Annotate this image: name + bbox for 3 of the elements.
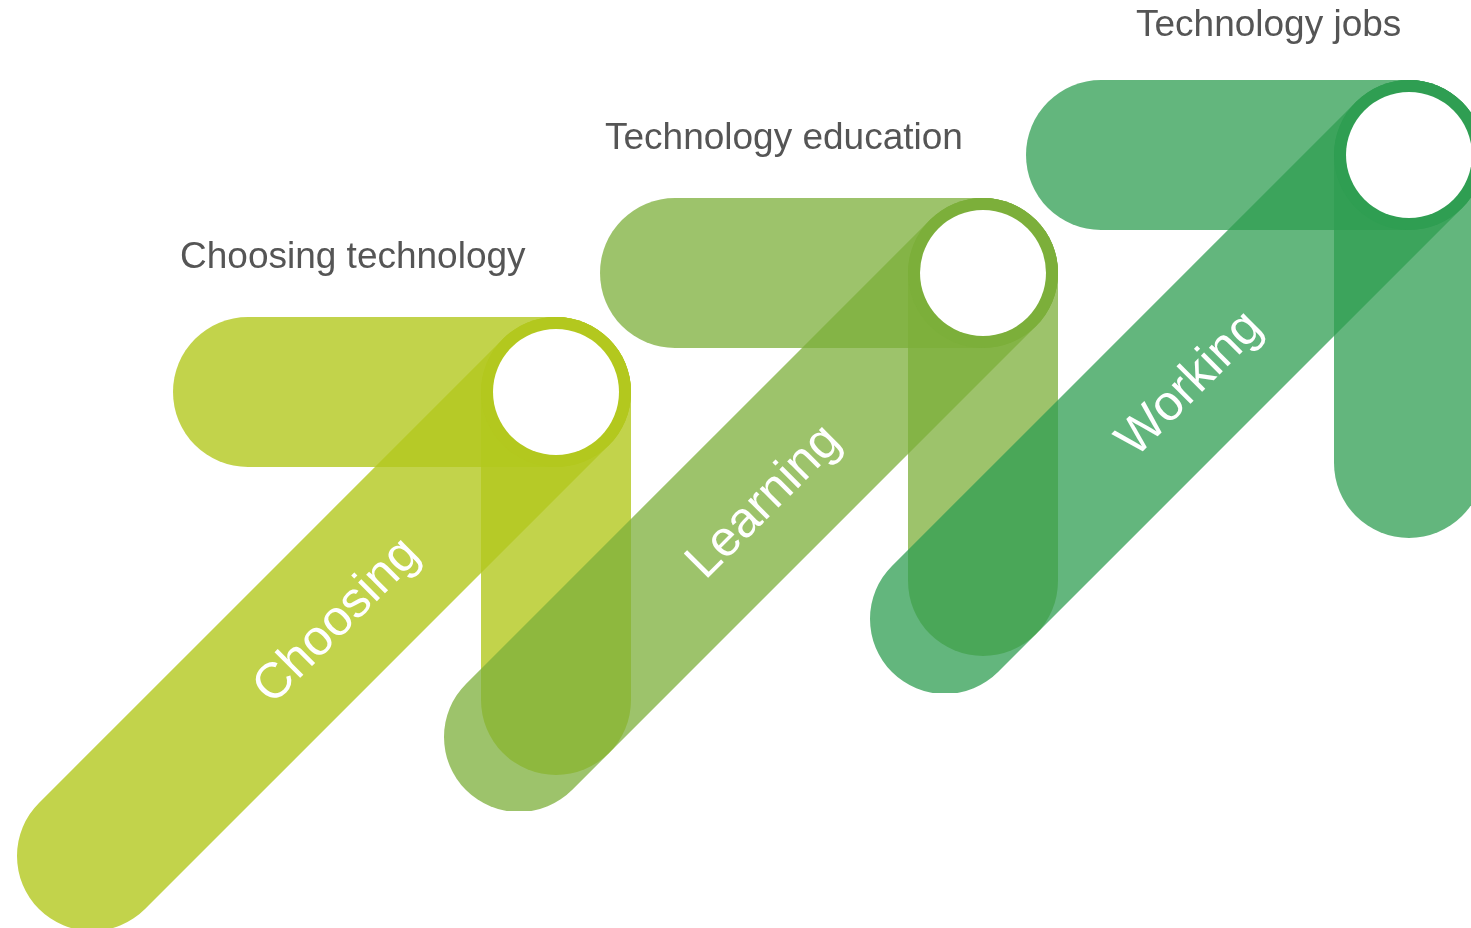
- stage-heading: Technology education: [605, 118, 963, 155]
- stage-heading: Technology jobs: [1136, 5, 1402, 42]
- stage-heading: Choosing technology: [180, 237, 526, 274]
